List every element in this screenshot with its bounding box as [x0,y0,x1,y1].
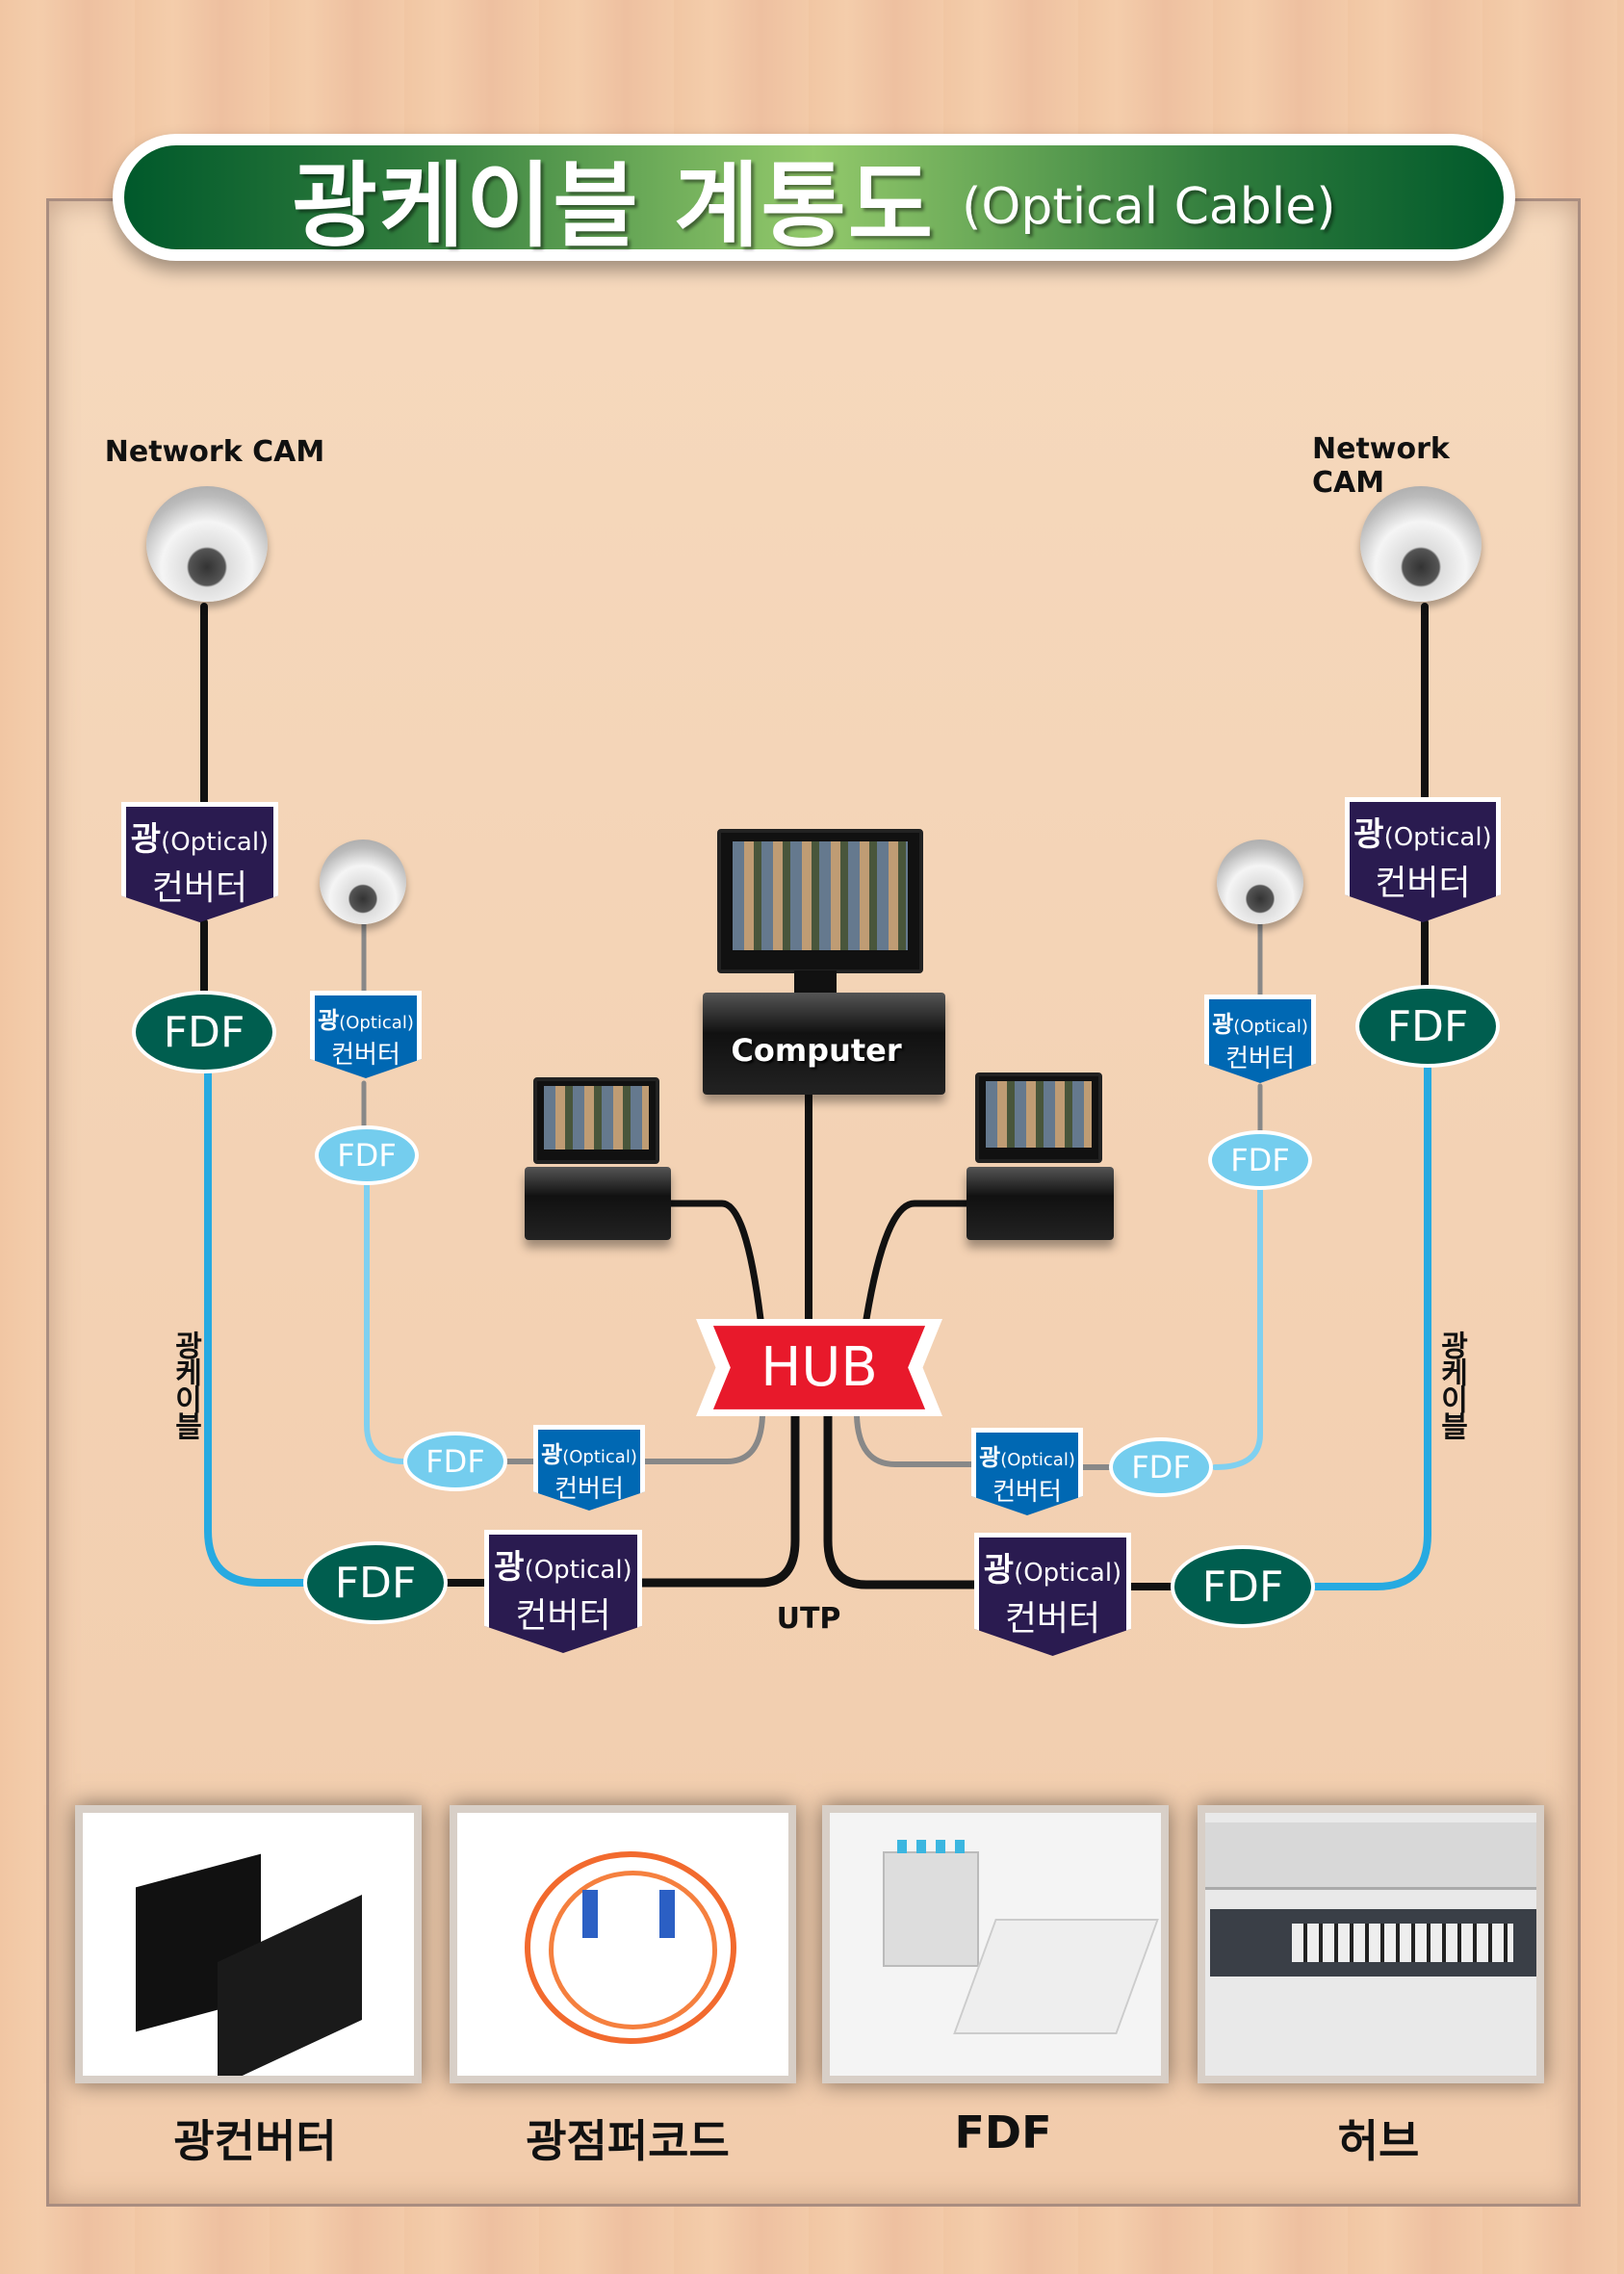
gray-hub-left [642,1413,765,1464]
gray-hub-right [854,1413,974,1467]
title-banner: 광케이블 계통도 (Optical Cable) [113,134,1515,261]
fiber-sub-right [1212,1187,1263,1470]
dome-camera-icon [146,486,268,602]
utp-hub-left [637,1411,800,1588]
fdf-sub-right: FDF [1208,1130,1312,1190]
optical-converter-main-bottom-right: 광(Optical)컨버터 [974,1533,1131,1656]
caption-fdf: FDF [954,2106,1052,2158]
fdf-main-left: FDF [132,991,276,1073]
optical-converter-main-right: 광(Optical)컨버터 [1345,797,1501,922]
fdf-main-bottom-left: FDF [303,1541,448,1624]
monitor-icon [533,1077,659,1164]
fdf-main-bottom-right: FDF [1171,1545,1315,1628]
optical-converter-sub-left: 광(Optical)컨버터 [310,991,422,1078]
fdf-sub-bottom-right: FDF [1109,1437,1213,1497]
hub-node: HUB [696,1319,942,1416]
network-cam-label-left: Network CAM [104,435,325,469]
optical-cable-label-left: 광케이블 [168,1331,202,1438]
photo-jumper-cord [450,1805,796,2083]
fiber-main-left [204,1069,308,1587]
fdf-sub-bottom-left: FDF [403,1432,507,1491]
optical-converter-sub-right: 광(Optical)컨버터 [1204,995,1316,1083]
computer-label: Computer [731,1032,902,1069]
fiber-sub-left [364,1181,407,1464]
optical-cable-label-right: 광케이블 [1434,1331,1468,1438]
hub-label: HUB [712,1326,926,1409]
caption-optical-converter: 광컨버터 [173,2115,337,2167]
title-korean: 광케이블 계통도 [292,151,936,260]
utp-label: UTP [776,1602,841,1636]
photo-hub [1198,1805,1544,2083]
dome-camera-icon [1217,840,1303,924]
network-cam-label-right: Network CAM [1312,432,1450,500]
line-pc-left-hub [667,1200,764,1323]
monitor-icon [717,829,923,973]
caption-jumper-cord: 광점퍼코드 [526,2115,730,2167]
computer-case-icon [703,993,945,1095]
monitor-icon [975,1072,1102,1163]
optical-converter-main-bottom-left: 광(Optical)컨버터 [484,1530,642,1653]
dome-camera-icon [1360,486,1482,602]
fdf-main-right: FDF [1355,985,1500,1068]
photo-optical-converter [75,1805,422,2083]
photo-fdf [822,1805,1169,2083]
fiber-main-right [1311,1065,1431,1590]
computer-case-icon [525,1167,671,1240]
optical-converter-sub-bottom-left: 광(Optical)컨버터 [533,1425,645,1511]
line-pc-right-hub [863,1200,970,1323]
title-english: (Optical Cable) [962,178,1336,236]
computer-case-icon [967,1167,1114,1240]
optical-converter-main-left: 광(Optical)컨버터 [121,802,278,922]
fdf-sub-left: FDF [315,1125,419,1185]
caption-hub: 허브 [1337,2115,1420,2167]
optical-converter-sub-bottom-right: 광(Optical)컨버터 [971,1428,1083,1515]
utp-hub-right [823,1411,979,1589]
dome-camera-icon [320,840,406,924]
